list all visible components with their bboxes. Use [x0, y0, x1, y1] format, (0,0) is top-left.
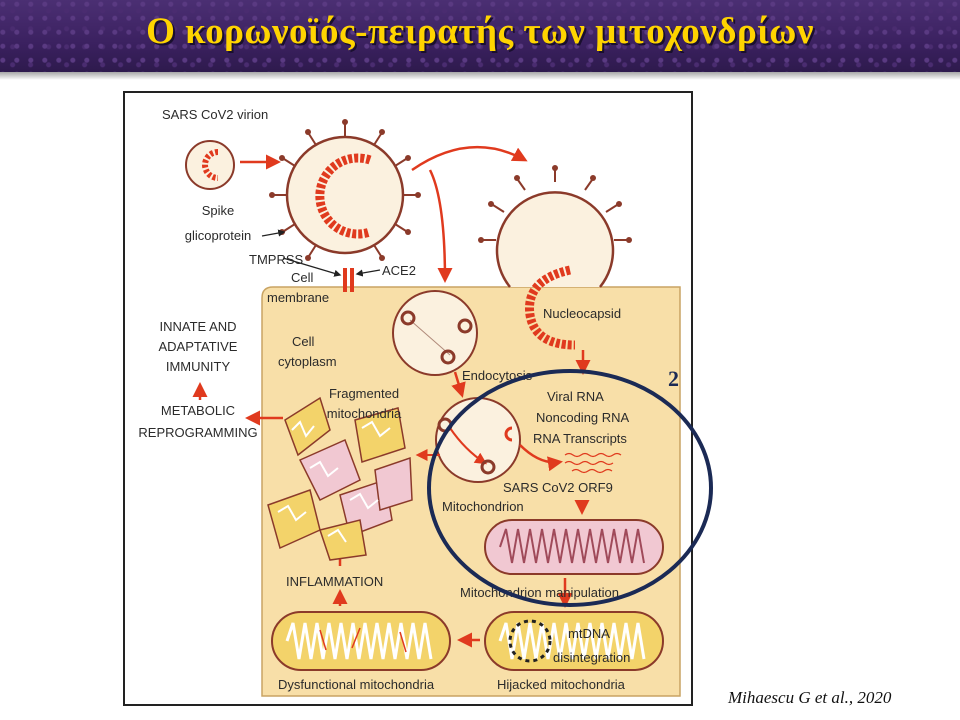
- label-immunity-3: IMMUNITY: [166, 359, 231, 374]
- pointer-ace2: [355, 269, 381, 277]
- label-mitochondrion: Mitochondrion: [442, 499, 524, 514]
- label-cell-membrane-2: membrane: [267, 290, 329, 305]
- label-mtdna-1: mtDNA: [568, 626, 610, 641]
- label-manipulation: Mitochondrion manipulation: [460, 585, 619, 600]
- rna-squiggles-icon: [564, 452, 622, 474]
- label-metabolic-2: REPROGRAMMING: [138, 425, 257, 440]
- slide-header: [0, 0, 960, 72]
- label-inflammation: INFLAMMATION: [286, 574, 383, 589]
- arrow-endocytosis: [451, 371, 466, 398]
- hijacked-mitochondrion-icon: [484, 611, 664, 671]
- fragmented-mitochondria-icon: [267, 396, 413, 561]
- marker-number: 2: [668, 366, 679, 391]
- label-rna-transcripts: RNA Transcripts: [533, 431, 627, 446]
- label-ace2: ACE2: [382, 263, 416, 278]
- citation: Mihaescu G et al., 2020: [728, 688, 892, 707]
- label-fragmented-1: Fragmented: [329, 386, 399, 401]
- label-cell-cytoplasm-2: cytoplasm: [278, 354, 337, 369]
- small-virion-icon: [185, 140, 235, 190]
- header-shadow: [0, 72, 960, 80]
- arrow-to-fusion: [411, 145, 528, 172]
- label-dysfunctional: Dysfunctional mitochondria: [278, 677, 435, 692]
- label-metabolic-1: METABOLIC: [161, 403, 235, 418]
- label-orf9: SARS CoV2 ORF9: [503, 480, 613, 495]
- arrow-to-transcripts: [519, 444, 563, 472]
- label-virion: SARS CoV2 virion: [162, 107, 268, 122]
- ace2-receptor-icon: [343, 268, 354, 292]
- label-noncoding-rna: Noncoding RNA: [536, 410, 630, 425]
- pointer-tmprss: [282, 257, 342, 277]
- endosome-2-icon: [435, 397, 521, 483]
- pointer-spike: [261, 229, 286, 237]
- label-mtdna-2: disintegration: [553, 650, 630, 665]
- virion-icon: [269, 119, 421, 261]
- arrow-into-endosome: [428, 169, 453, 283]
- label-cell-membrane-1: Cell: [291, 270, 314, 285]
- label-tmprss: TMPRSS: [249, 252, 304, 267]
- fusing-virion-icon: [478, 165, 632, 288]
- dysfunctional-mitochondrion-icon: [271, 611, 451, 671]
- label-immunity-1: INNATE AND: [159, 319, 236, 334]
- label-hijacked: Hijacked mitochondria: [497, 677, 626, 692]
- label-endocytosis: Endocytosis: [462, 368, 533, 383]
- mitochondrion-icon: [484, 519, 664, 575]
- label-nucleocapsid: Nucleocapsid: [543, 306, 621, 321]
- label-spike-2: glicoprotein: [185, 228, 252, 243]
- label-fragmented-2: mitochondria: [327, 406, 402, 421]
- label-cell-cytoplasm-1: Cell: [292, 334, 315, 349]
- endosome-icon: [392, 290, 478, 376]
- slide-title: Ο κορωνοϊός-πειρατής των μιτοχονδρίων: [146, 11, 814, 52]
- label-immunity-2: ADAPTATIVE: [159, 339, 238, 354]
- label-spike-1: Spike: [202, 203, 235, 218]
- highlight-circle: [427, 369, 713, 607]
- nucleocapsid-strand: [525, 265, 576, 350]
- label-viral-rna: Viral RNA: [547, 389, 604, 404]
